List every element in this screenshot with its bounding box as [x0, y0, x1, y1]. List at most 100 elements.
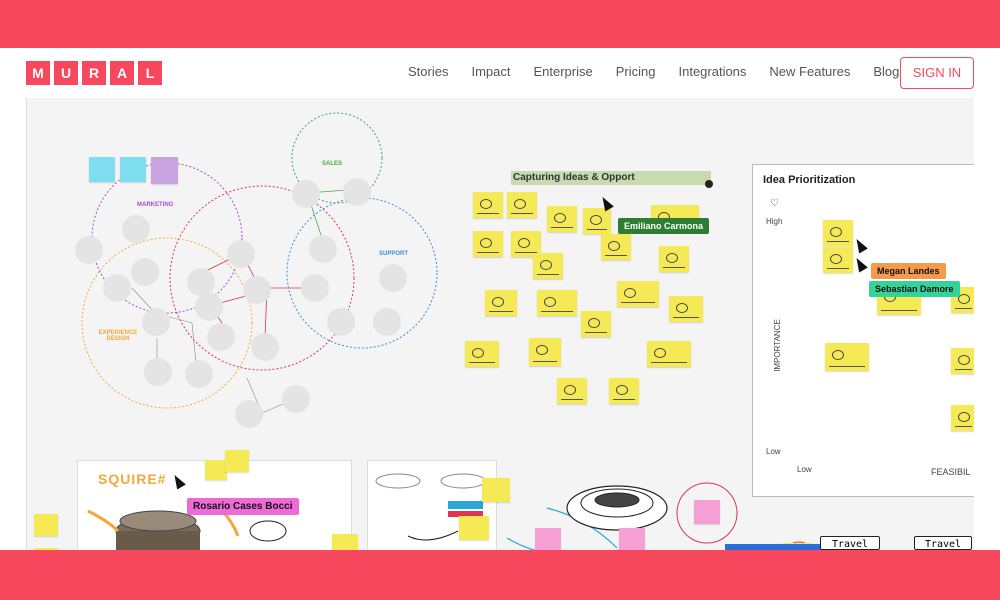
nav-blog[interactable]: Blog	[873, 64, 900, 79]
diagram-node[interactable]	[251, 333, 279, 361]
sticky-note[interactable]	[465, 341, 499, 367]
y-axis-label: IMPORTANCE	[772, 319, 782, 372]
y-axis-low: Low	[766, 447, 781, 456]
diagram-node[interactable]	[207, 323, 235, 351]
diagram-node[interactable]	[75, 236, 103, 264]
sticky-note[interactable]	[547, 206, 577, 232]
nav-enterprise[interactable]: Enterprise	[533, 64, 593, 79]
sticky-note[interactable]	[482, 478, 510, 502]
mural-canvas[interactable]: SALES MARKETING SUPPORT EXPERIENCE DESIG…	[26, 98, 974, 550]
sticky-note[interactable]	[951, 348, 974, 374]
sticky-note[interactable]	[89, 157, 115, 182]
logo-letter: A	[110, 61, 134, 85]
diagram-node[interactable]	[103, 274, 131, 302]
nav-stories[interactable]: Stories	[408, 64, 449, 79]
collaborator-tag-rosario: Rosario Cases Bocci	[187, 498, 299, 515]
nav-new-features[interactable]: New Features	[769, 64, 851, 79]
sticky-note[interactable]	[34, 548, 58, 550]
travel-card-flight[interactable]: Travel	[820, 536, 880, 550]
diagram-node[interactable]	[142, 308, 170, 336]
sticky-note[interactable]	[617, 281, 659, 307]
diagram-lines	[81, 112, 974, 550]
sticky-note[interactable]	[951, 405, 974, 431]
sticky-note[interactable]	[581, 311, 611, 337]
sticky-note[interactable]	[694, 500, 720, 524]
sticky-note[interactable]	[823, 220, 853, 246]
x-axis-label: FEASIBIL	[931, 467, 971, 477]
heart-icon: ♡	[770, 198, 779, 209]
browser-frame: M U R A L Stories Impact Enterprise Pric…	[0, 48, 1000, 550]
diagram-node[interactable]	[243, 276, 271, 304]
cursor-icon	[852, 236, 868, 254]
sticky-note[interactable]	[537, 290, 577, 316]
sticky-note[interactable]	[473, 192, 503, 218]
sticky-note[interactable]	[669, 296, 703, 322]
diagram-node[interactable]	[282, 385, 310, 413]
prioritization-panel[interactable]: Idea Prioritization ♡ High Low IMPORTANC…	[752, 164, 974, 497]
sticky-note[interactable]	[557, 378, 587, 404]
diagram-node[interactable]	[122, 215, 150, 243]
diagram-node[interactable]	[292, 180, 320, 208]
nav-pricing[interactable]: Pricing	[615, 64, 656, 79]
sticky-note[interactable]	[535, 528, 561, 550]
diagram-node[interactable]	[301, 274, 329, 302]
signin-button[interactable]: SIGN IN	[900, 57, 974, 89]
sticky-note[interactable]	[609, 378, 639, 404]
cursor-icon	[852, 255, 868, 273]
sticky-note[interactable]	[205, 460, 227, 480]
y-axis-high: High	[766, 217, 783, 226]
diagram-node[interactable]	[195, 293, 223, 321]
group-label-support: SUPPORT	[379, 251, 409, 257]
diagram-node[interactable]	[144, 358, 172, 386]
sticky-note[interactable]	[529, 338, 561, 366]
top-brand-bar	[0, 0, 1000, 48]
prioritization-title: Idea Prioritization	[763, 174, 856, 186]
travel-card-title: Travel	[924, 539, 962, 550]
diagram-node[interactable]	[373, 308, 401, 336]
sketch-title: SQUIRE#	[98, 471, 167, 487]
sticky-note[interactable]	[583, 208, 611, 234]
sticky-note[interactable]	[473, 231, 503, 257]
diagram-node[interactable]	[131, 258, 159, 286]
collaborator-tag-sebastian: Sebastian Damore	[869, 281, 960, 297]
sticky-note[interactable]	[601, 234, 631, 260]
sketch-drawing	[87, 499, 287, 550]
sticky-note[interactable]	[619, 528, 645, 550]
logo-letter: L	[138, 61, 162, 85]
sticky-note[interactable]	[533, 253, 563, 279]
diagram-node[interactable]	[327, 308, 355, 336]
diagram-node[interactable]	[343, 178, 371, 206]
sticky-note[interactable]	[511, 231, 541, 257]
sticky-note[interactable]	[507, 192, 537, 218]
travel-card-car[interactable]: Travel	[914, 536, 972, 550]
blue-selection-bar	[725, 544, 825, 550]
sticky-note[interactable]	[225, 450, 249, 472]
sticky-note[interactable]	[825, 343, 869, 371]
sticky-note[interactable]	[332, 534, 358, 550]
sticky-note[interactable]	[34, 514, 58, 536]
diagram-node[interactable]	[185, 360, 213, 388]
diagram-node[interactable]	[309, 235, 337, 263]
nav-impact[interactable]: Impact	[471, 64, 511, 79]
capture-section-title[interactable]: Capturing Ideas & Opport	[511, 171, 711, 185]
diagram-node[interactable]	[235, 400, 263, 428]
mural-logo[interactable]: M U R A L	[26, 61, 162, 85]
travel-card-title: Travel	[831, 539, 869, 550]
sticky-note[interactable]	[485, 290, 517, 316]
diagram-node[interactable]	[227, 240, 255, 268]
sticky-note[interactable]	[459, 516, 489, 540]
collaborator-tag-megan: Megan Landes	[871, 263, 946, 279]
sticky-note[interactable]	[659, 246, 689, 272]
group-label-marketing: MARKETING	[137, 202, 174, 208]
nav-integrations[interactable]: Integrations	[678, 64, 747, 79]
sticky-note[interactable]	[120, 157, 146, 182]
logo-letter: M	[26, 61, 50, 85]
x-axis-low: Low	[797, 465, 812, 474]
capture-section-badge	[705, 180, 713, 188]
sticky-note[interactable]	[151, 157, 178, 184]
sticky-note[interactable]	[823, 247, 853, 273]
diagram-node[interactable]	[187, 268, 215, 296]
sticky-note[interactable]	[647, 341, 691, 367]
diagram-node[interactable]	[379, 264, 407, 292]
collaborator-tag-emiliano: Emiliano Carmona	[618, 218, 710, 234]
